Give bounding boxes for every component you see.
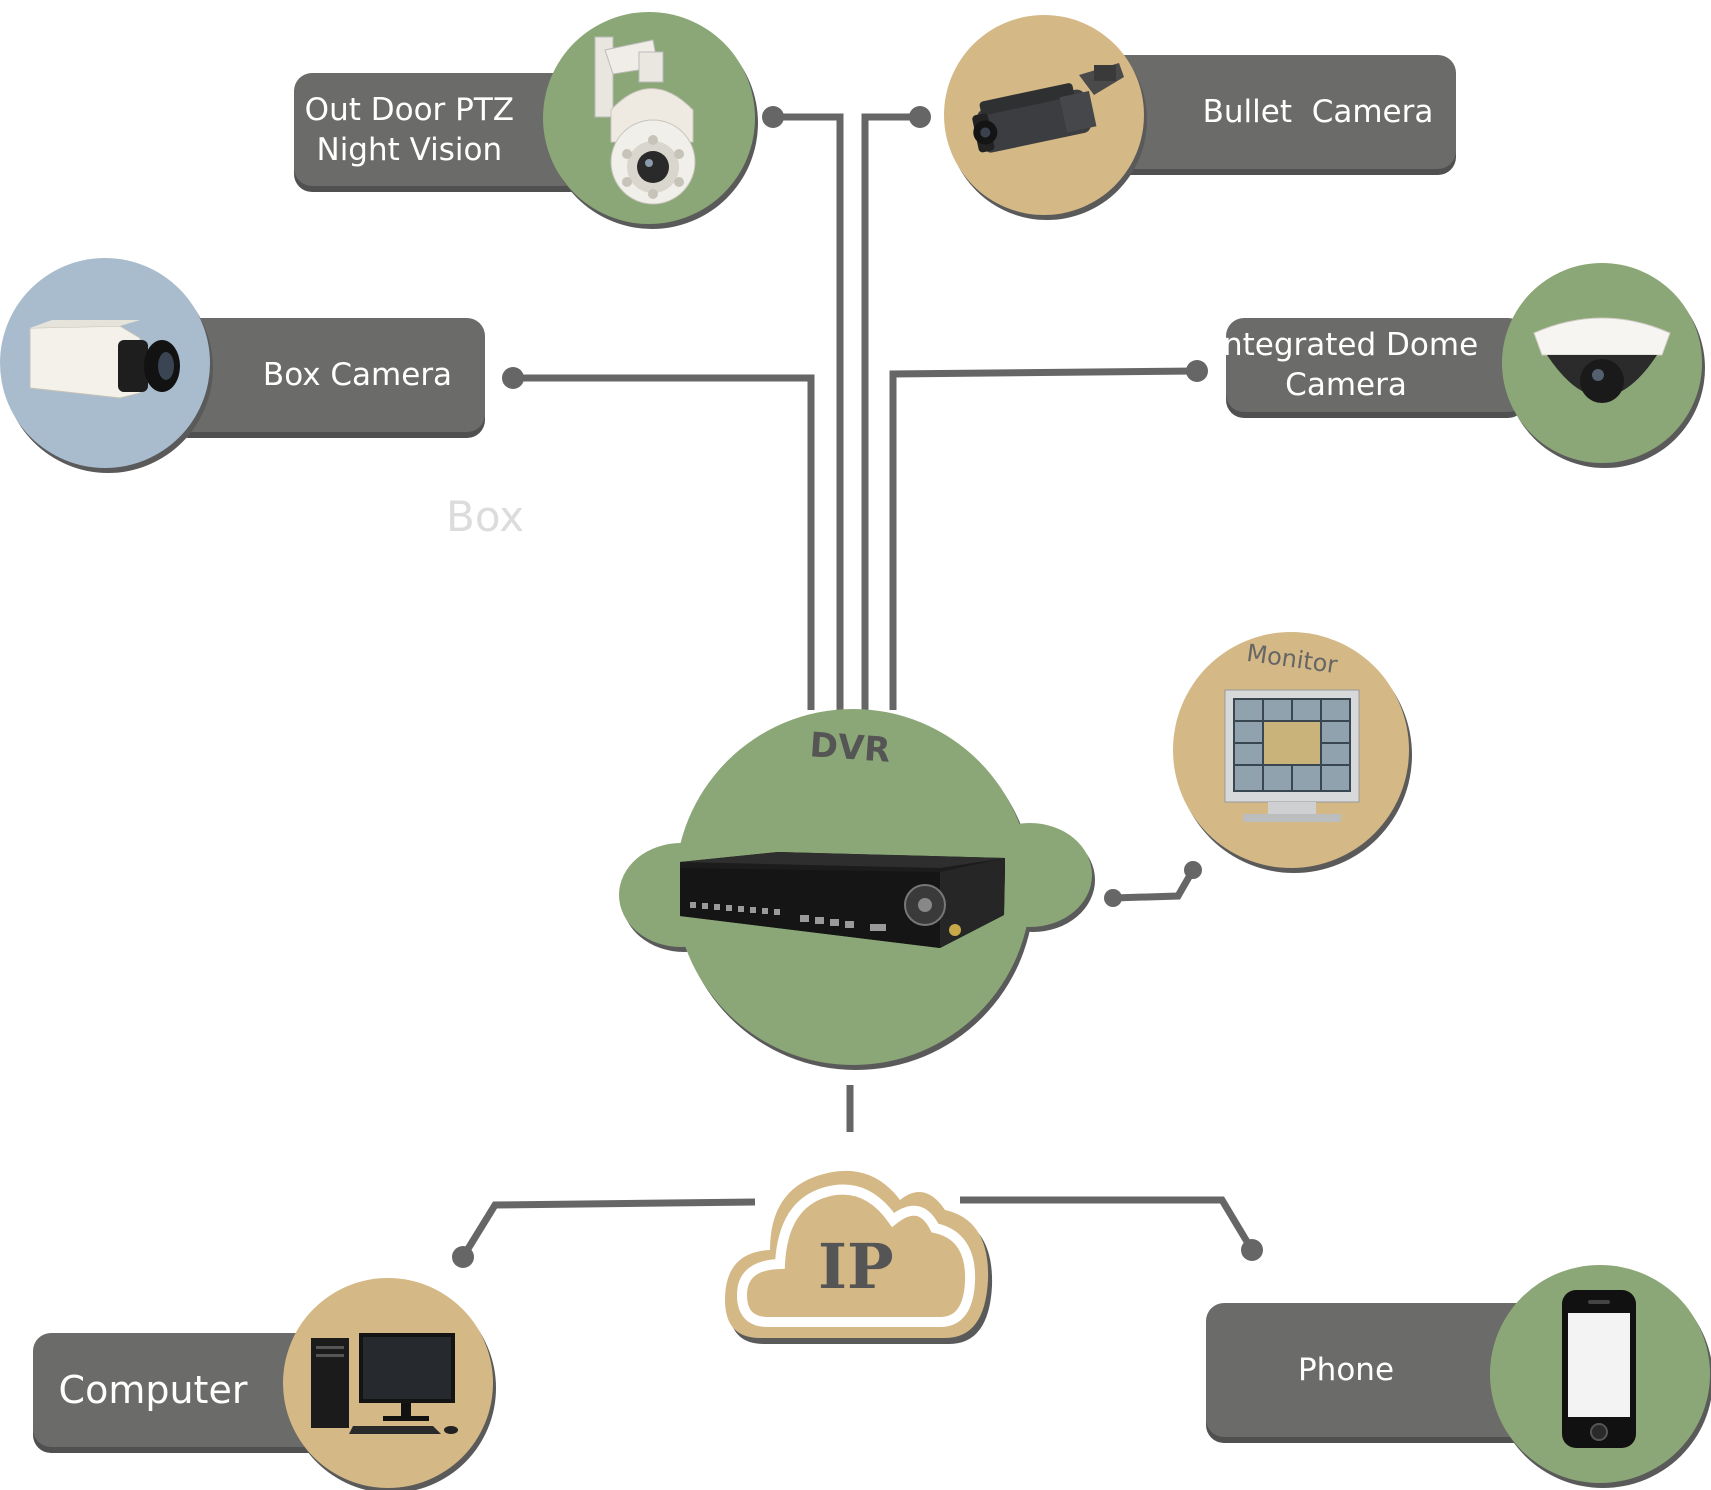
phone-label: Phone (1297, 1352, 1395, 1388)
dome-label: Integrated Dome Camera (1213, 327, 1479, 403)
ptz-label: Out Door PTZ Night Vision (304, 91, 514, 168)
connector-dot (1184, 861, 1202, 879)
monitor-node (1173, 632, 1409, 868)
phone-label-box: Phone (1206, 1303, 1546, 1437)
box-label: Box Camera (262, 357, 453, 393)
box-label-box: Box Camera (170, 318, 485, 432)
connector-dot (1241, 1239, 1263, 1261)
phone-node (1490, 1265, 1710, 1483)
box-node (0, 258, 210, 468)
connector-dot (1186, 360, 1208, 382)
desktop-computer-icon (311, 1333, 458, 1434)
connector-dot (762, 106, 784, 128)
dome-node (1502, 263, 1702, 463)
bullet-node (944, 15, 1144, 215)
line-bullet-dvr (861, 113, 920, 710)
line-dome-dvr (889, 367, 1198, 710)
monitor-icon (1224, 689, 1360, 822)
computer-label: Computer (58, 1368, 248, 1412)
ptz-camera-icon (594, 36, 696, 205)
bullet-camera-icon (972, 63, 1124, 153)
computer-node (283, 1278, 493, 1488)
connector-dot (909, 106, 931, 128)
ptz-node (543, 12, 755, 224)
smartphone-icon (1562, 1290, 1636, 1448)
ptz-label-box: Out Door PTZ Night Vision (294, 73, 594, 186)
ip-label: IP (818, 1230, 894, 1303)
box-camera-icon (29, 320, 180, 399)
line-box-dvr (513, 374, 815, 710)
line-dvr-monitor (1112, 868, 1197, 902)
dome-camera-icon (1533, 317, 1671, 403)
line-ptz-dvr (773, 113, 844, 710)
line-ip-phone (960, 1196, 1256, 1252)
line-ip-computer (460, 1198, 756, 1259)
connector-dot (452, 1246, 474, 1268)
ghost-box-text: Box (446, 492, 525, 541)
connector-dot (1104, 889, 1122, 907)
connector-dot (502, 367, 524, 389)
bullet-label: Bullet Camera (1202, 94, 1434, 130)
dome-label-box: Integrated Dome Camera (1214, 318, 1526, 412)
